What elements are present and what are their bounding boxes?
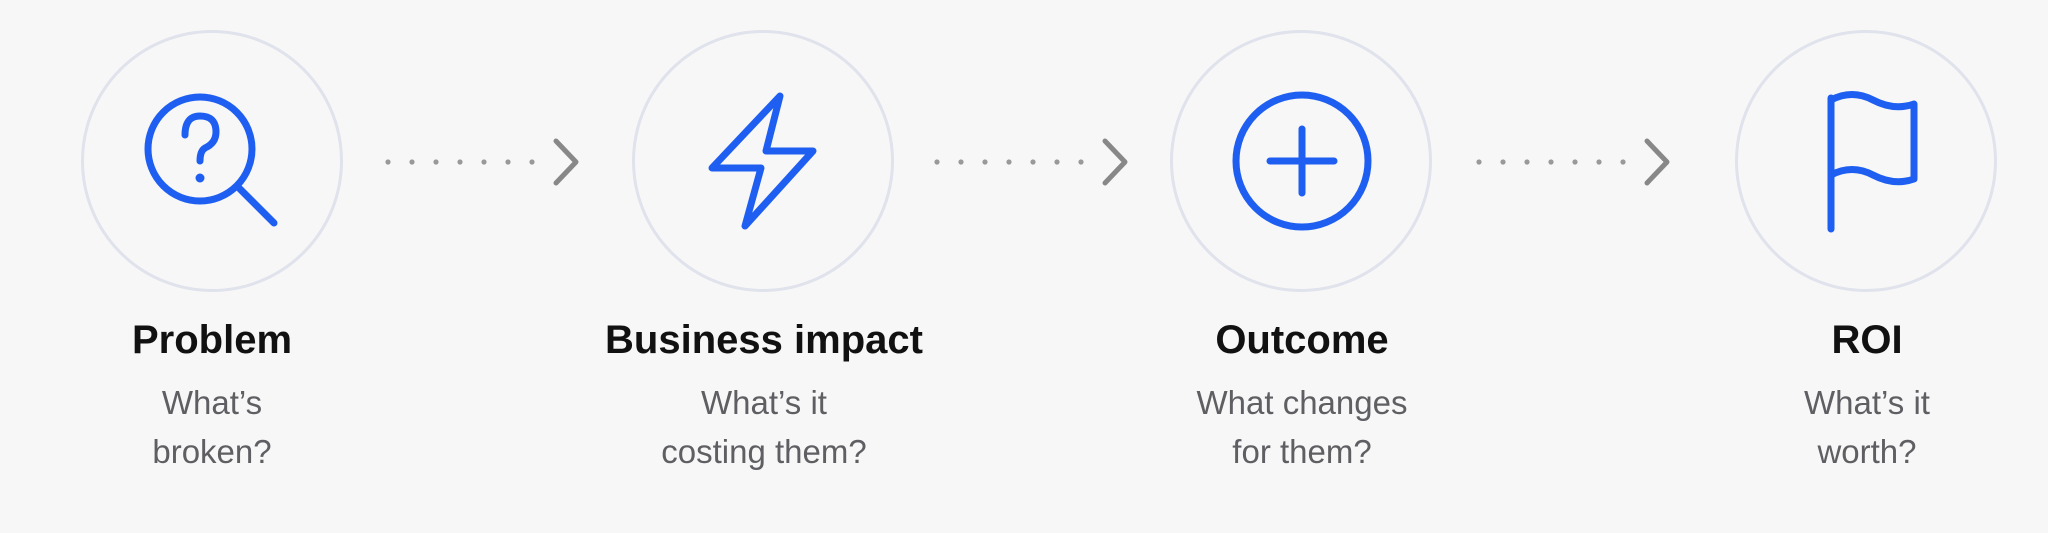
step-roi: ROI What’s it worth?: [1687, 0, 2047, 533]
dotted-arrow-right-icon: [385, 138, 579, 186]
connector-3: [1474, 136, 1674, 186]
step-business-impact: Business impact What’s it costing them?: [584, 0, 944, 533]
step-business-impact-subtitle: What’s it costing them?: [661, 384, 867, 470]
step-roi-circle: [1735, 30, 1997, 292]
step-outcome-subtitle: What changes for them?: [1196, 384, 1408, 470]
step-outcome-circle: [1170, 30, 1432, 292]
dotted-arrow-right-icon: [1476, 138, 1670, 186]
step-problem-circle: [81, 30, 343, 292]
dotted-arrow-right-icon: [934, 138, 1128, 186]
connector-1: [383, 136, 583, 186]
step-problem: Problem What’s broken?: [32, 0, 392, 533]
plus-circle-icon: [1232, 91, 1372, 231]
connector-2: [932, 136, 1132, 186]
flag-icon: [1827, 91, 1918, 233]
lightning-bolt-icon: [708, 92, 817, 230]
step-problem-subtitle: What’s broken?: [152, 384, 272, 470]
step-outcome-title: Outcome: [1215, 318, 1389, 362]
step-problem-title: Problem: [131, 318, 293, 362]
step-business-impact-title: Business impact: [605, 318, 923, 362]
step-roi-title: ROI: [1831, 318, 1903, 362]
step-outcome: Outcome What changes for them?: [1122, 0, 1482, 533]
step-business-impact-circle: [632, 30, 894, 292]
question-search-icon: [144, 93, 278, 227]
step-roi-subtitle: What’s it worth?: [1804, 384, 1930, 470]
